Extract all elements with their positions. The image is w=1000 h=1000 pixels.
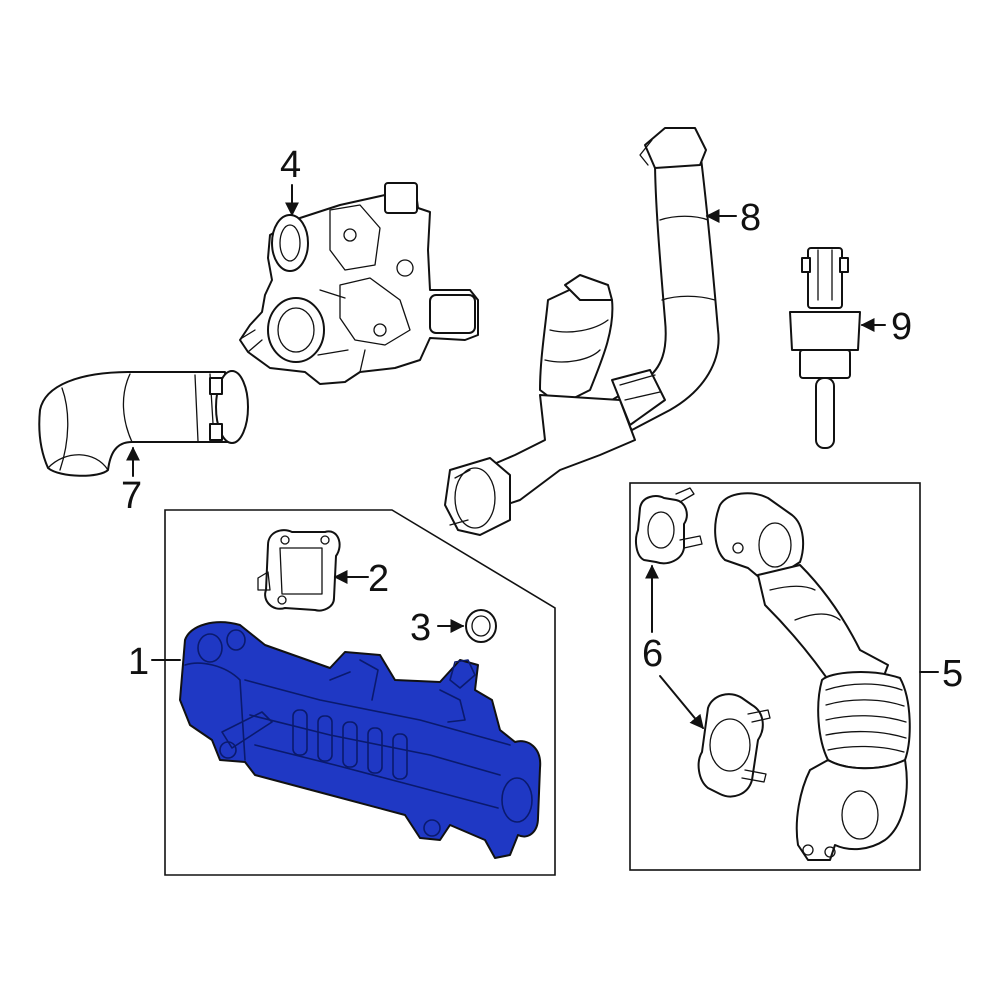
- tube-gasket-lower-part[interactable]: [697, 693, 771, 798]
- intake-hose-part[interactable]: [38, 370, 249, 477]
- callout-8: 8: [740, 197, 761, 239]
- callout-5: 5: [942, 653, 963, 695]
- egr-tube-part[interactable]: [714, 492, 911, 861]
- callout-9: 9: [891, 306, 912, 348]
- callout-4: 4: [280, 144, 301, 186]
- callout-2: 2: [368, 558, 389, 600]
- temperature-sensor-part[interactable]: [789, 247, 861, 449]
- group-box-egr-tube: [629, 482, 921, 871]
- coolant-hose-part[interactable]: [444, 127, 720, 536]
- group-box-egr-cooler: [164, 509, 556, 876]
- o-ring-part[interactable]: [465, 609, 497, 643]
- tube-gasket-upper-part[interactable]: [635, 487, 703, 565]
- callout-6: 6: [642, 633, 663, 675]
- leader-6-lower: [659, 675, 704, 730]
- callout-1: 1: [128, 641, 149, 683]
- egr-gasket-part[interactable]: [257, 529, 341, 612]
- egr-cooler-part[interactable]: [179, 621, 542, 859]
- callout-7: 7: [121, 475, 142, 517]
- egr-valve-part[interactable]: [239, 182, 479, 385]
- callout-3: 3: [410, 607, 431, 649]
